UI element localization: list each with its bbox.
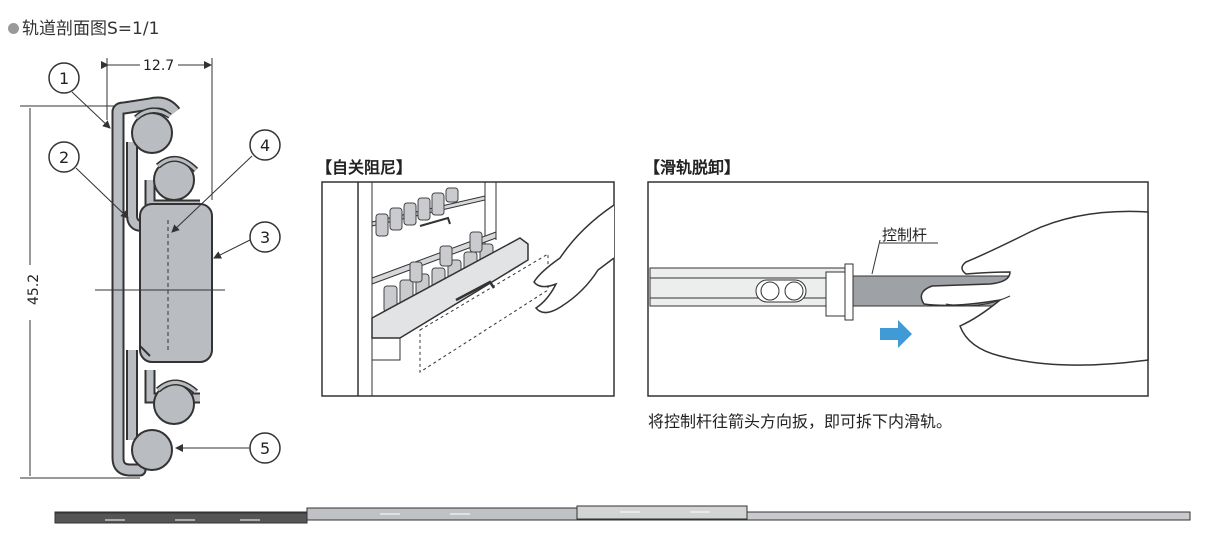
soft-close-illustration	[321, 181, 615, 397]
callout-3: 3	[213, 221, 281, 259]
svg-text:3: 3	[260, 228, 270, 247]
svg-text:5: 5	[260, 439, 270, 458]
rail-removal-illustration: 控制杆	[647, 181, 1149, 397]
bullet-dot-icon	[8, 23, 19, 34]
svg-text:4: 4	[260, 136, 270, 155]
callout-4: 4	[171, 129, 281, 233]
width-dimension: 12.7	[143, 58, 174, 74]
callout-5: 5	[175, 432, 281, 464]
svg-text:1: 1	[59, 69, 69, 88]
soft-close-label: 【自关阻尼】	[316, 158, 413, 177]
rail-removal-label: 【滑轨脱卸】	[644, 158, 741, 177]
callout-1: 1	[48, 62, 111, 129]
lever-label: 控制杆	[882, 226, 927, 244]
svg-text:2: 2	[59, 148, 69, 167]
callout-2: 2	[48, 141, 129, 219]
section-title: 轨道剖面图S=1/1	[8, 14, 159, 39]
height-dimension: 45.2	[26, 274, 42, 305]
rail-side-view	[54, 505, 1191, 524]
removal-caption: 将控制杆往箭头方向扳，即可拆下内滑轨。	[648, 412, 953, 431]
section-title-text: 轨道剖面图S=1/1	[22, 19, 160, 39]
